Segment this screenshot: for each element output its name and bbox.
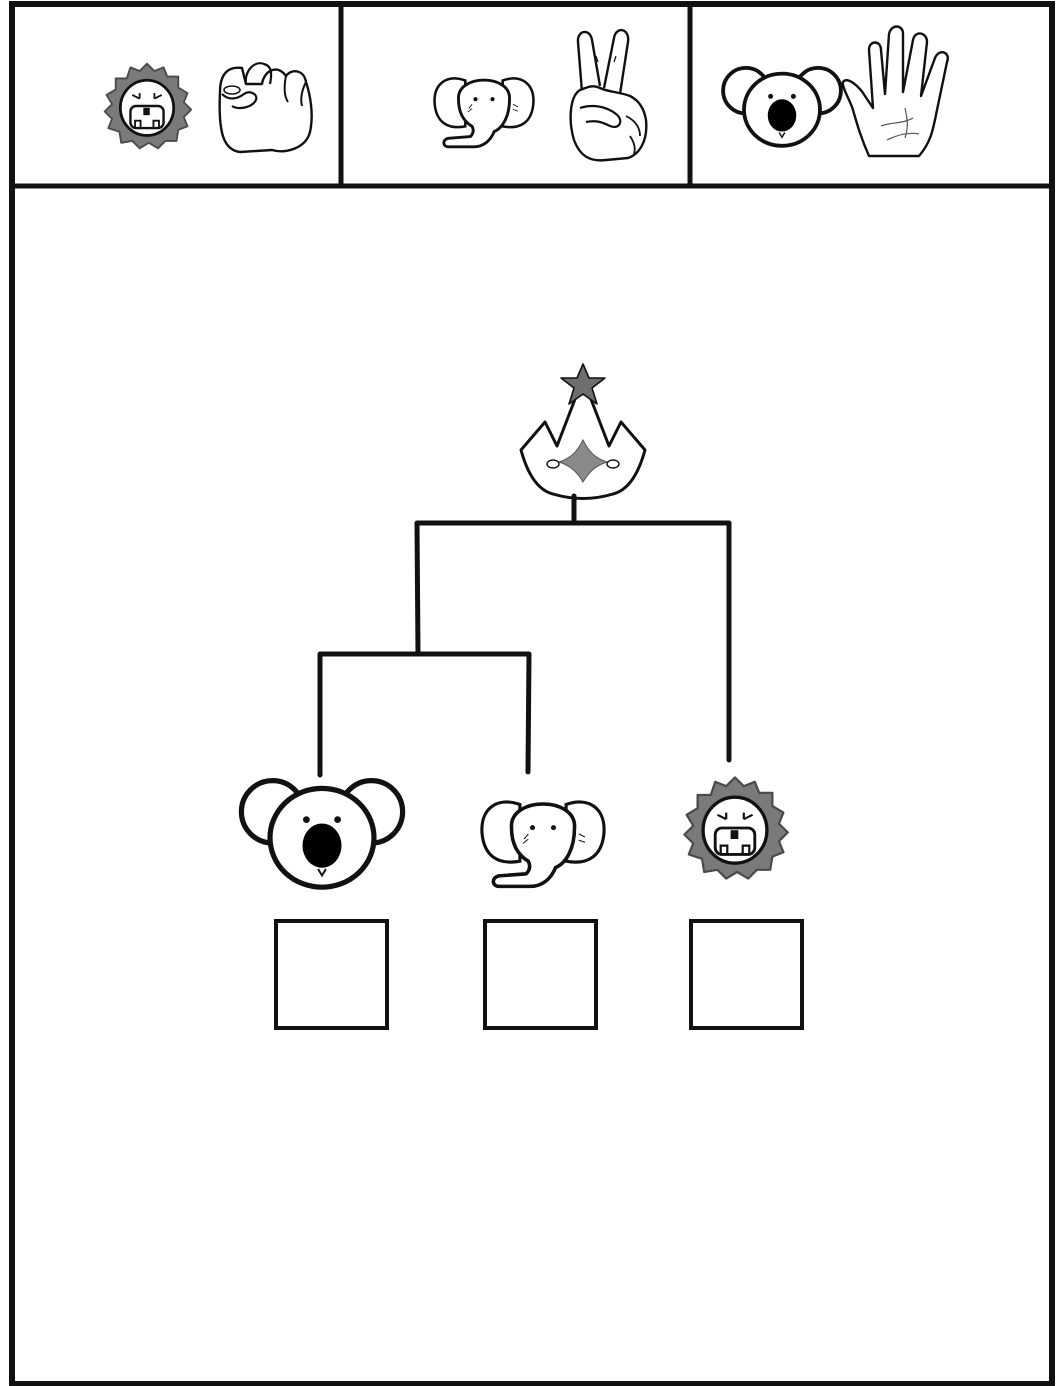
- answer-box-koala[interactable]: [276, 921, 387, 1028]
- answer-boxes: [276, 921, 802, 1028]
- answer-box-elephant[interactable]: [485, 921, 596, 1028]
- rock-fist-icon: [220, 63, 312, 152]
- page-frame: [12, 4, 1052, 1384]
- answer-box-lion[interactable]: [691, 921, 802, 1028]
